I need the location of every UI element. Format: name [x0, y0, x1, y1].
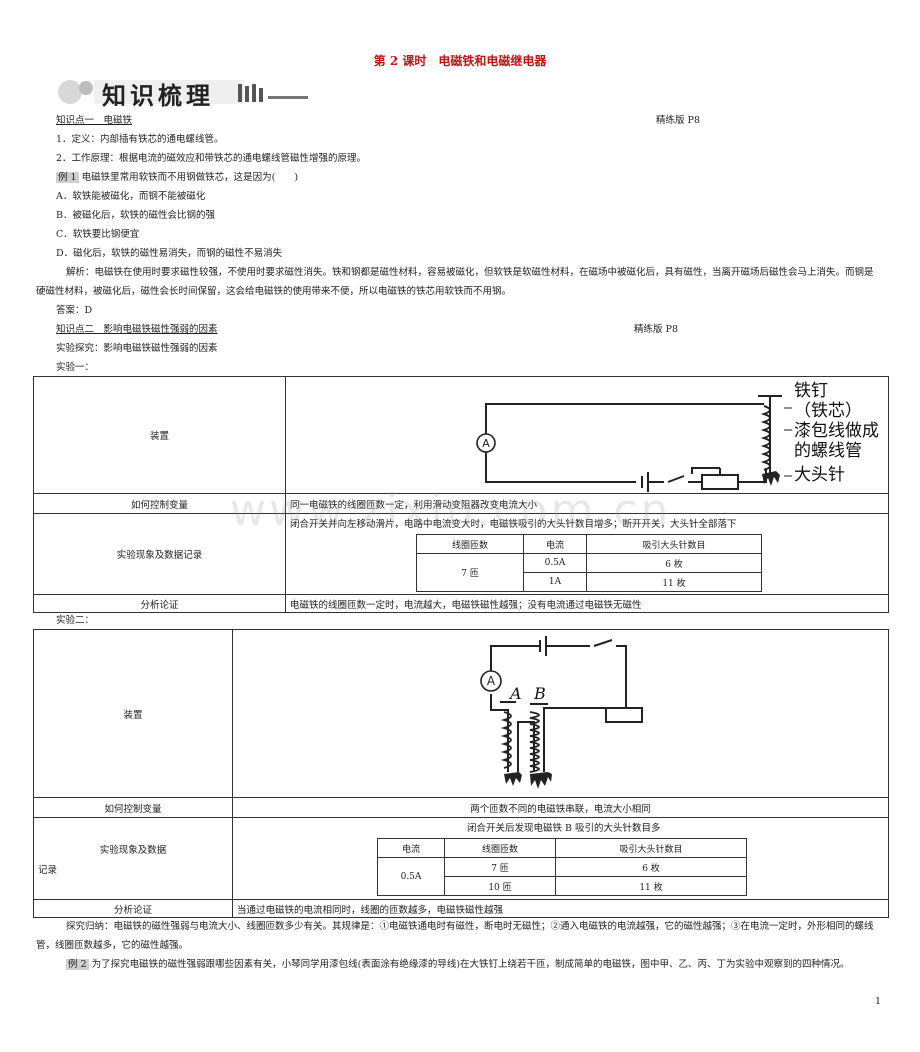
label-pins: 大头针 [794, 465, 845, 485]
kp2-heading: 知识点二 影响电磁铁磁性强弱的因素 [56, 324, 218, 335]
kp1-ref: 精练版 P8 [656, 115, 700, 126]
option-d: D．磁化后，软铁的磁性易消失，而钢的磁性不易消失 [56, 248, 283, 259]
t1-header-turns: 线圈匝数 [416, 534, 524, 554]
t2-phenomenon: 闭合开关后发现电磁铁 B 吸引的大头针数目多 [467, 823, 661, 834]
label-wire: 漆包线做成 [794, 421, 879, 441]
t1-pins-2: 11 枚 [586, 572, 762, 592]
ammeter-label: A [482, 437, 490, 450]
summary-line-2: 管，线圈匝数越多，它的磁性越强。 [36, 940, 189, 951]
label-coil: 的螺线管 [794, 441, 862, 461]
t1-conclusion: 电磁铁的线圈匝数一定时，电流越大，电磁铁磁性越强；没有电流通过电磁铁无磁性 [285, 594, 889, 613]
analysis-line-1: 解析：电磁铁在使用时要求磁性较强，不使用时要求磁性消失。铁和钢都是磁性材料，容易… [66, 267, 874, 278]
option-c: C．软铁要比钢便宜 [56, 229, 140, 240]
t1-turns: 7 匝 [416, 553, 524, 592]
t2-pins-1: 6 枚 [555, 857, 747, 877]
t2-label-device: 装置 [33, 629, 233, 798]
banner-text: 知识梳理 [102, 82, 214, 110]
example1-tag: 例 1 [56, 172, 79, 183]
label-nail: 铁钉 [794, 381, 828, 401]
example2-tag: 例 2 [66, 959, 89, 970]
t2-turns-1: 7 匝 [444, 857, 556, 877]
explore-line: 实验探究：影响电磁铁磁性强弱的因素 [56, 343, 218, 354]
t2-label-conclusion: 分析论证 [33, 899, 233, 918]
label-core: （铁芯） [794, 401, 862, 421]
kp2-ref: 精练版 P8 [634, 324, 678, 335]
ammeter2-label: A [487, 674, 496, 688]
t2-label-control: 如何控制变量 [33, 797, 233, 818]
section-banner [58, 80, 308, 104]
circuit-diagram-2: A A B [480, 635, 643, 789]
t1-header-pins: 吸引大头针数目 [586, 534, 762, 554]
t2-header-pins: 吸引大头针数目 [555, 838, 747, 858]
t2-label-phenomenon: 实验现象及数据 [99, 844, 167, 856]
t1-phenomenon: 闭合开关并向左移动滑片，电路中电流变大时，电磁铁吸引的大头针数目增多；断开开关，… [290, 519, 737, 530]
t2-control: 两个匝数不同的电磁铁串联，电流大小相同 [232, 797, 889, 818]
t1-header-current: 电流 [523, 534, 587, 554]
answer: 答案：D [56, 305, 93, 316]
option-a: A．软铁能被磁化，而钢不能被磁化 [56, 191, 206, 202]
example1-question: 电磁铁里常用软铁而不用钢做铁芯，这是因为( ) [81, 172, 299, 183]
principle-line: 2．工作原理：根据电流的磁效应和带铁芯的通电螺线管磁性增强的原理。 [56, 153, 367, 164]
experiment1-label: 实验一： [56, 362, 95, 373]
summary-line-1: 探究归纳：电磁铁的磁性强弱与电流大小、线圈匝数多少有关。其规律是：①电磁铁通电时… [66, 921, 874, 932]
t1-label-device: 装置 [33, 376, 286, 494]
option-b: B．被磁化后，软铁的磁性会比钢的强 [56, 210, 215, 221]
t2-current: 0.5A [377, 857, 445, 896]
t2-label-record: 记录 [38, 864, 58, 876]
t2-header-turns: 线圈匝数 [444, 838, 556, 858]
circuit-diagram-1: A 铁钉 （铁芯） 漆包线做成 的螺线管 大头针 [476, 381, 879, 492]
watermark: www.zixin.com.cn [230, 485, 672, 536]
kp1-heading: 知识点一 电磁铁 [56, 115, 133, 126]
experiment2-table: 装置 A [33, 629, 889, 918]
page-number: 1 [875, 996, 882, 1007]
definition-line: 1．定义：内部插有铁芯的通电螺线管。 [56, 134, 224, 145]
t1-label-conclusion: 分析论证 [33, 594, 286, 613]
t1-pins-1: 6 枚 [586, 553, 762, 573]
t2-data-table: 电流 线圈匝数 吸引大头针数目 0.5A 7 匝 6 枚 10 匝 11 枚 [377, 838, 747, 896]
experiment1-table: 装置 A [33, 376, 889, 613]
t1-data-table: 线圈匝数 电流 吸引大头针数目 7 匝 0.5A 6 枚 1A 11 枚 [416, 534, 762, 592]
t1-label-phenomenon: 实验现象及数据记录 [33, 513, 286, 595]
page-title: 第 2 课时 电磁铁和电磁继电器 [373, 54, 547, 68]
label-b: B [533, 684, 546, 703]
t2-conclusion: 当通过电磁铁的电流相同时，线圈的匝数越多，电磁铁磁性越强 [232, 899, 889, 918]
analysis-line-2: 硬磁性材料，被磁化后，磁性会长时间保留，这会给电磁铁的使用带来不便，所以电磁铁的… [36, 286, 512, 297]
label-a: A [508, 684, 522, 703]
t2-turns-2: 10 匝 [444, 876, 556, 896]
experiment2-label: 实验二： [56, 615, 95, 626]
example2-text: 为了探究电磁铁的磁性强弱跟哪些因素有关，小琴同学用漆包线(表面涂有绝缘漆的导线)… [91, 959, 850, 970]
t1-current-2: 1A [523, 572, 587, 592]
t1-current-1: 0.5A [523, 553, 587, 573]
t2-header-current: 电流 [377, 838, 445, 858]
t2-pins-2: 11 枚 [555, 876, 747, 896]
